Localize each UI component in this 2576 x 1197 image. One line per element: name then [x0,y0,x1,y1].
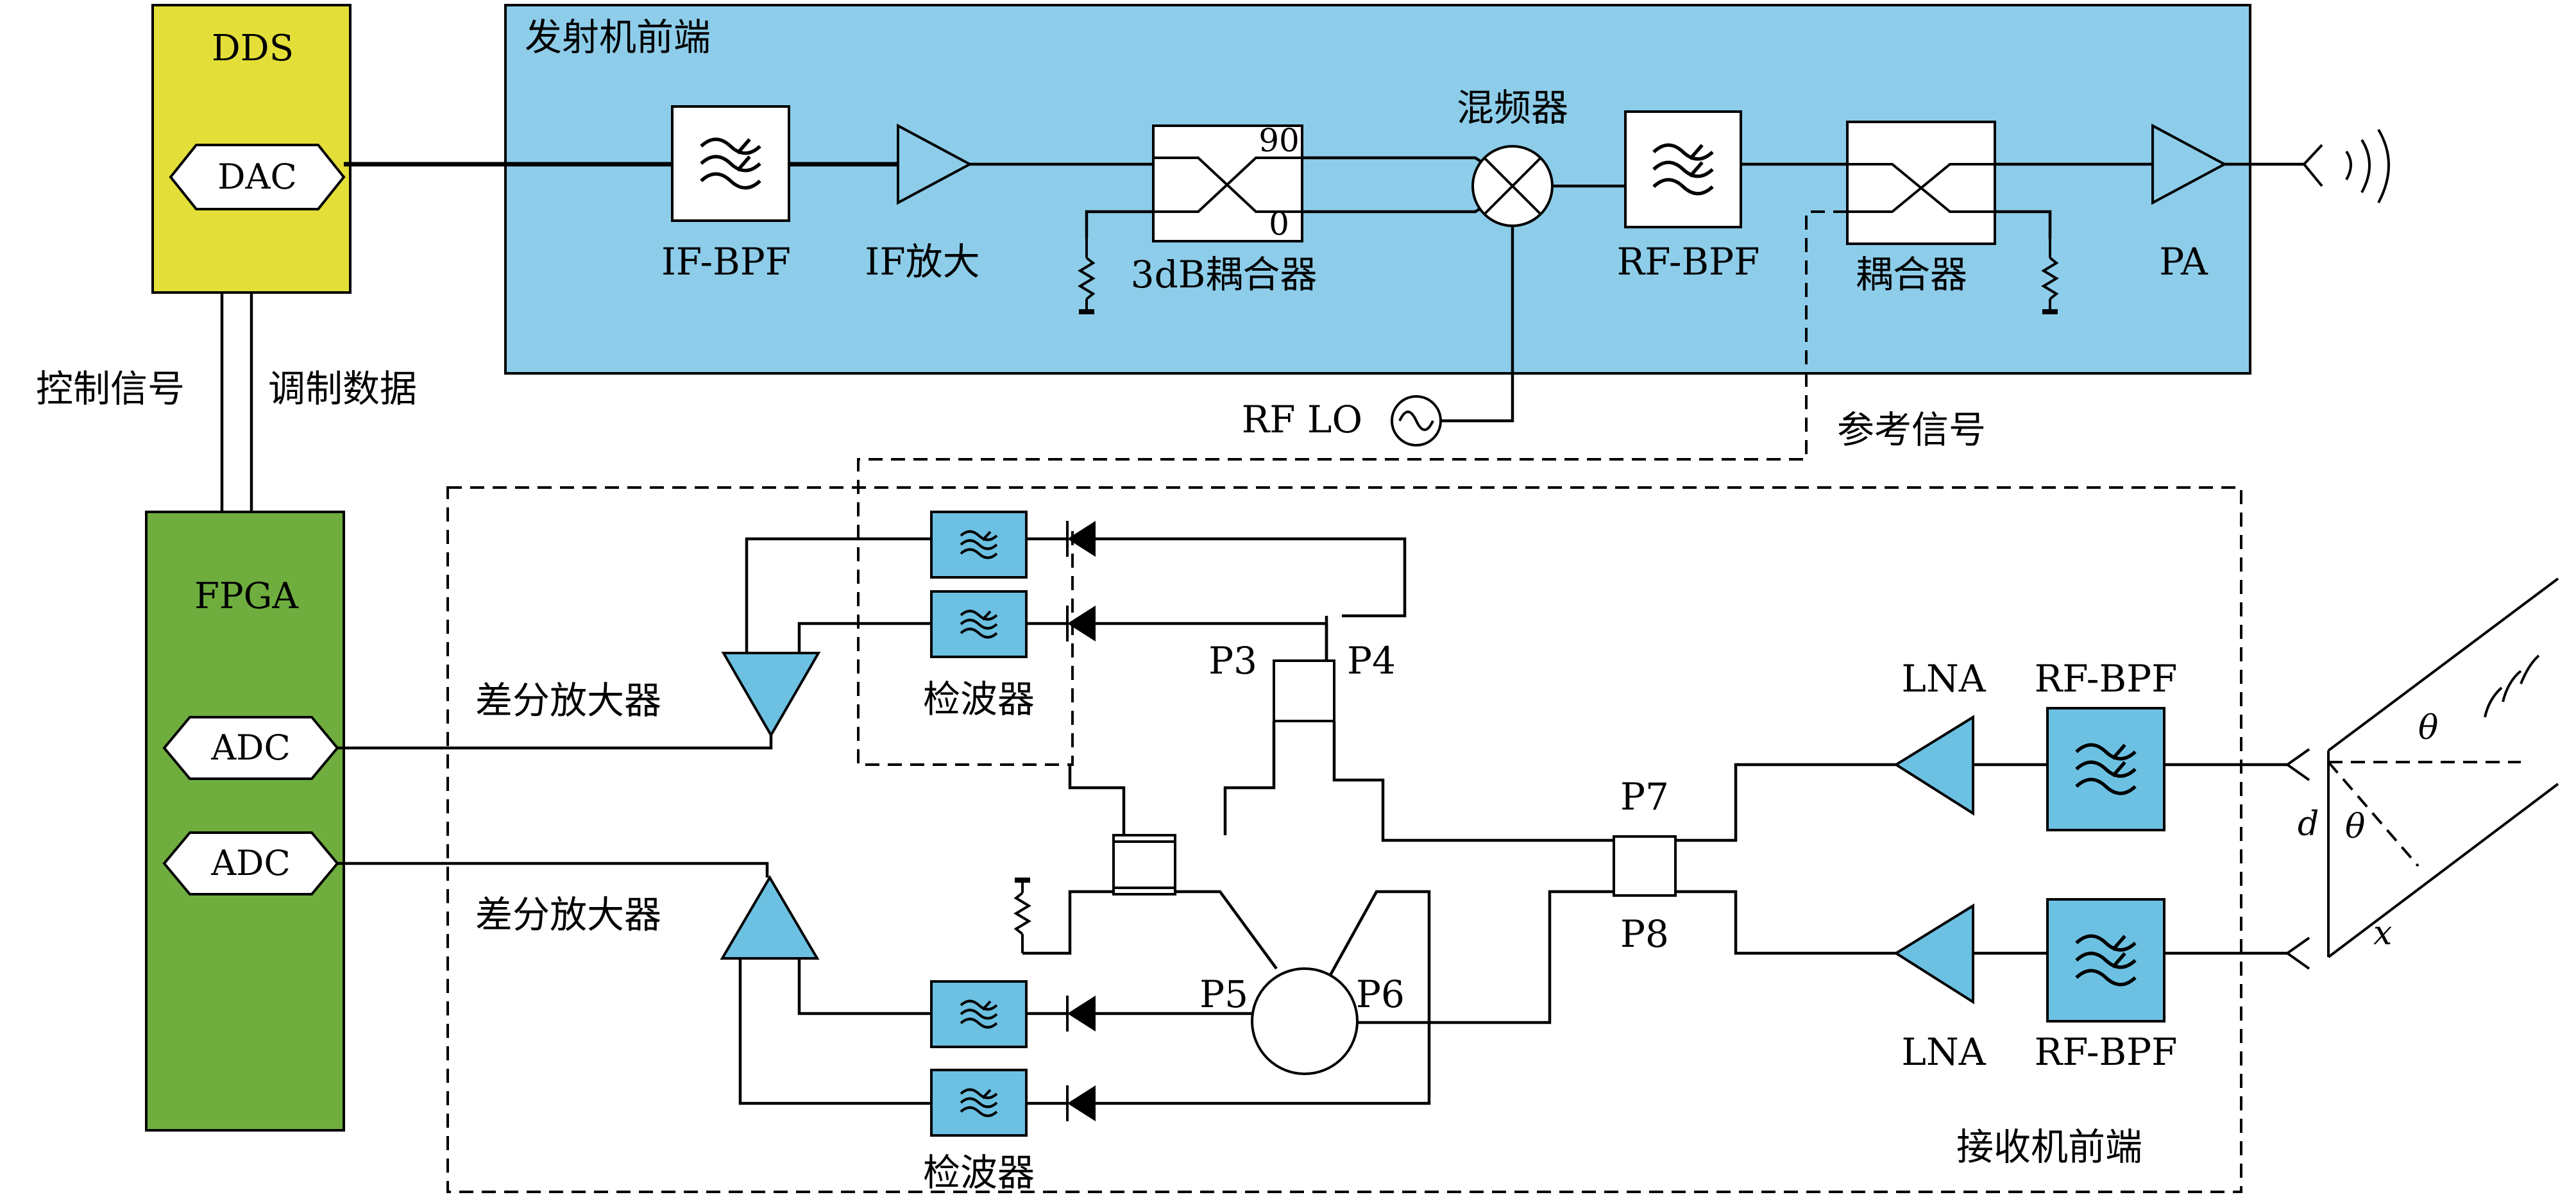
diff-amp-1-label: 差分放大器 [475,679,661,722]
reference-signal-path [857,210,1847,766]
reference-signal-label: 参考信号 [1837,408,1986,452]
pa-label: PA [2159,240,2208,284]
dac-label: DAC [217,157,297,197]
if-amplifier [897,123,973,205]
adc-label-1: ADC [210,727,291,768]
detector-filter-1a [930,511,1028,579]
antenna-geometry [2327,577,2559,958]
adc-block-2: ADC [162,831,339,896]
rf-lo-oscillator-icon [1391,395,1442,446]
mixer-label: 混频器 [1457,86,1568,130]
dds-label: DDS [212,28,294,69]
x-label: x [2373,914,2392,953]
transmit-antenna-icon [2302,128,2390,203]
port-90-label: 90 [1258,122,1300,159]
receiver-front-end-block [446,486,2242,1193]
if-amp-label: IF放大 [865,240,979,284]
fpga-block [145,511,345,1132]
dds-fpga-link [220,293,253,512]
coupler-3db-label: 3dB耦合器 [1131,253,1318,296]
theta-2-label: θ [2345,808,2365,846]
coupler-3db [1152,124,1303,242]
fpga-label: FPGA [194,575,298,617]
p5-label: P5 [1199,972,1248,1016]
detector-filter-2a [930,980,1028,1048]
dac-block: DAC [169,144,346,210]
rf-bpf-receive-filter-1 [2046,707,2165,831]
power-amplifier [2151,123,2228,205]
diff-amp-2-label: 差分放大器 [475,893,661,937]
hybrid-p7-p8 [1613,835,1677,897]
p6-label: P6 [1356,972,1405,1016]
detector-filter-1b [930,590,1028,658]
diode-icon [1066,520,1097,558]
lna-1-label: LNA [1901,657,1986,700]
hybrid-ring-p5-p6 [1251,967,1359,1075]
d-label: d [2298,805,2319,844]
p8-label: P8 [1620,912,1669,956]
lna-2-label: LNA [1901,1030,1986,1074]
receive-antenna-icon [2285,748,2310,781]
rf-bpf-tx-label: RF-BPF [1617,240,1760,284]
receiver-title: 接收机前端 [1956,1125,2142,1169]
mixer [1471,145,1554,227]
lna-1 [1894,715,1974,816]
diode-icon [1066,994,1097,1033]
lna-2 [1894,903,1974,1005]
rf-bpf-receive-filter-2 [2046,898,2165,1023]
hybrid-p3-p4 [1273,659,1335,722]
if-bpf-label: IF-BPF [661,240,791,284]
rf-bpf-2-label: RF-BPF [2035,1030,2178,1074]
diode-icon [1066,1084,1097,1123]
hybrid-middle [1112,834,1176,896]
receive-antenna-icon [2285,937,2310,970]
transmitter-title: 发射机前端 [525,15,711,59]
rf-bpf-1-label: RF-BPF [2035,657,2178,700]
p4-label: P4 [1347,639,1396,683]
control-signal-label: 控制信号 [36,367,185,411]
rf-lo-label: RF LO [1242,398,1362,441]
theta-1-label: θ [2418,709,2438,747]
modulation-data-label: 调制数据 [268,367,417,411]
adc-label-2: ADC [210,843,291,883]
adc-block-1: ADC [162,716,339,780]
differential-amplifier-1 [721,652,821,738]
port-0-label: 0 [1269,205,1289,242]
p7-label: P7 [1620,775,1669,819]
differential-amplifier-2 [720,875,820,960]
p3-label: P3 [1208,639,1257,683]
coupler-label: 耦合器 [1856,253,1967,296]
rf-bpf-transmit-filter [1624,110,1742,228]
detector-1-label: 检波器 [923,677,1035,721]
if-bpf-filter [671,105,790,222]
directional-coupler [1846,121,1996,245]
ground-icon [1015,880,1030,953]
detector-2-label: 检波器 [923,1151,1035,1194]
detector-filter-2b [930,1069,1028,1137]
